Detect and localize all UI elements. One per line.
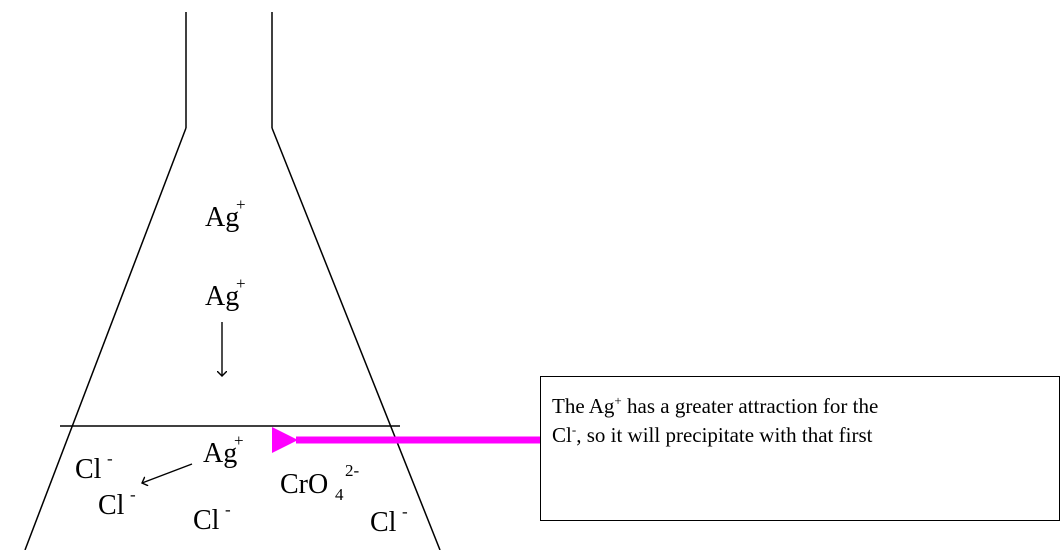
svg-text:Ag: Ag bbox=[205, 202, 239, 233]
ag-ion-middle: Ag + bbox=[205, 274, 246, 312]
cl-ion-center: Cl - bbox=[193, 500, 231, 536]
svg-text:Cl: Cl bbox=[193, 505, 220, 536]
svg-text:CrO: CrO bbox=[280, 469, 328, 500]
svg-text:2-: 2- bbox=[345, 461, 360, 480]
svg-text:Ag: Ag bbox=[205, 281, 239, 312]
svg-text:Cl: Cl bbox=[75, 454, 102, 485]
svg-text:-: - bbox=[225, 500, 231, 519]
svg-text:+: + bbox=[236, 274, 246, 293]
svg-text:Cl: Cl bbox=[98, 490, 125, 521]
svg-text:-: - bbox=[130, 485, 136, 504]
cl-ion-left: Cl - bbox=[75, 449, 113, 485]
svg-text:4: 4 bbox=[335, 485, 344, 504]
flask-body-left bbox=[24, 127, 187, 550]
explanation-text: The Ag+ has a greater attraction for the… bbox=[552, 393, 879, 447]
explanation-box bbox=[540, 376, 1060, 521]
flask-body-right bbox=[271, 127, 441, 550]
chromate-ion: CrO 4 2- bbox=[280, 461, 360, 504]
svg-text:-: - bbox=[107, 449, 113, 468]
svg-text:Cl: Cl bbox=[370, 507, 397, 538]
svg-text:+: + bbox=[236, 195, 246, 214]
svg-text:Ag: Ag bbox=[203, 438, 237, 469]
ag-ion-top: Ag + bbox=[205, 195, 246, 233]
svg-text:+: + bbox=[234, 431, 244, 450]
diagonal-arrow bbox=[142, 463, 193, 483]
cl-ion-right: Cl - bbox=[370, 502, 408, 538]
cl-ion-left-lower: Cl - bbox=[98, 485, 136, 521]
ag-ion-solution: Ag + bbox=[203, 431, 244, 469]
svg-text:-: - bbox=[402, 502, 408, 521]
